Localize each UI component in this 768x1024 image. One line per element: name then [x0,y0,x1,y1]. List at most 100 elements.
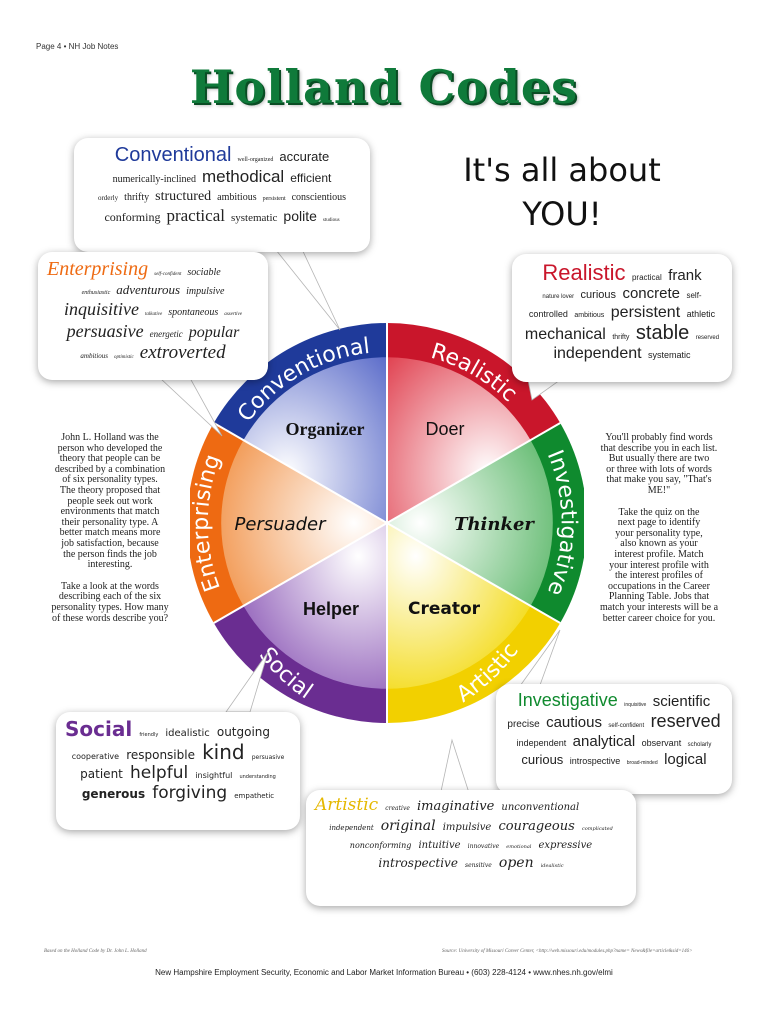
text-line: or three with lots of words [606,463,712,475]
word: impulsive [442,821,492,833]
word: introspective [569,756,621,767]
word: thrifty [124,192,150,204]
footer-organization: New Hampshire Employment Security, Econo… [155,968,613,977]
bubble-title-conventional: Conventional [114,144,232,166]
word: original [380,817,436,834]
word: talkative [145,312,163,318]
word: curious [521,752,564,768]
text-line: their personality type. A [61,516,159,528]
word: scientific [652,693,711,710]
text-line: theory that people can be [59,453,161,465]
word: expressive [538,840,593,852]
inner-label-doer: Doer [425,419,464,439]
word: practical [166,205,225,225]
text-line: your interest profile with [609,559,709,571]
wheel-dividers [213,323,561,723]
word: innovative [467,843,500,851]
pointer-enterprising [158,377,223,437]
word: forgiving [152,782,228,803]
tagline-line-1: It's all about [463,151,661,189]
text-line: Take a look at the words [61,580,159,592]
bubble-conventional: Conventional well-organized accurate num… [74,138,370,252]
word: insightful [195,771,233,780]
word: inquisitive [624,702,647,708]
word: self- [686,291,702,301]
word: responsible [126,748,195,762]
inner-organizer [243,357,387,523]
word: ambitious [217,192,257,204]
word: sociable [187,267,221,278]
word: intuitive [418,840,461,852]
text-line: better career choice for you. [602,612,716,624]
inner-label-helper: Helper [303,599,359,619]
text-line: job satisfaction, because [61,537,159,549]
bubble-artistic: Artistic creative imaginative unconventi… [306,790,636,906]
text-line: that make you say, "That's [606,474,712,486]
word: reserved [650,711,721,732]
word: conscientious [291,192,347,204]
word: popular [188,323,240,341]
word: methodical [201,167,285,186]
word: independent [553,345,642,363]
word: conforming [104,209,161,224]
tagline: It's all about YOU! [452,148,672,236]
word: persistent [610,303,681,321]
inner-helper [243,523,387,689]
right-description: You'll probably find words that describe… [584,432,734,624]
right-paragraph-1: You'll probably find words that describe… [584,432,734,497]
word: self-confident [608,723,645,730]
word: independent [329,823,374,832]
word: well-organized [237,157,274,163]
pointer-artistic [439,738,471,797]
text-line: But usually there are two [608,453,710,465]
word: extroverted [139,342,226,364]
word: studious [322,217,340,223]
text-line: better match means more [59,527,161,539]
text-line: that describe you in each list. [600,442,718,454]
pointer-realistic [527,379,562,401]
word: thrifty [612,334,630,342]
word: curious [580,289,617,302]
text-line: also known as your [620,538,698,550]
word: patient [80,767,123,781]
word: energetic [149,328,183,339]
word: friendly [139,732,159,738]
tagline-line-2: YOU! [522,195,602,233]
inner-label-persuader: Persuader [234,514,327,535]
word: cooperative [71,752,120,761]
text-line: next page to identify [617,517,701,529]
bubble-title-enterprising: Enterprising [47,258,149,280]
text-line: interesting. [87,559,133,571]
word: analytical [572,732,636,750]
word: enthusiastic [81,290,111,296]
text-line: Planning Table. Jobs that [608,591,710,603]
word: creative [385,805,410,812]
word: cautious [546,714,602,732]
word: persistent [262,196,286,203]
bubble-title-social: Social [65,717,133,741]
text-line: interest profile. Match [614,548,704,560]
word: efficient [290,171,332,185]
pointer-conventional [271,244,341,331]
word: emotional [506,844,532,851]
word: mechanical [524,326,606,344]
page-note: Page 4 • NH Job Notes [36,42,119,51]
word: understanding [239,774,276,780]
word: broad-minded [626,760,658,767]
text-line: environments that match [60,506,160,518]
text-line: ME!" [647,484,671,496]
word: practical [631,273,662,282]
word: reserved [695,335,720,342]
holland-wheel: Conventional Realistic Investigative Art… [190,323,584,723]
inner-label-organizer: Organizer [286,419,365,439]
bubble-social: Social friendly idealistic outgoing coop… [56,712,300,830]
word: systematic [230,211,278,224]
bubble-investigative: Investigative inquisitive scientific pre… [496,684,732,794]
word: persuasive [66,320,144,341]
bubble-title-investigative: Investigative [517,690,618,710]
word: impulsive [186,286,225,297]
word: nature lover [542,294,575,301]
footer-source-left: Based on the Holland Code by Dr. John L.… [44,949,147,954]
word: orderly [97,194,119,203]
